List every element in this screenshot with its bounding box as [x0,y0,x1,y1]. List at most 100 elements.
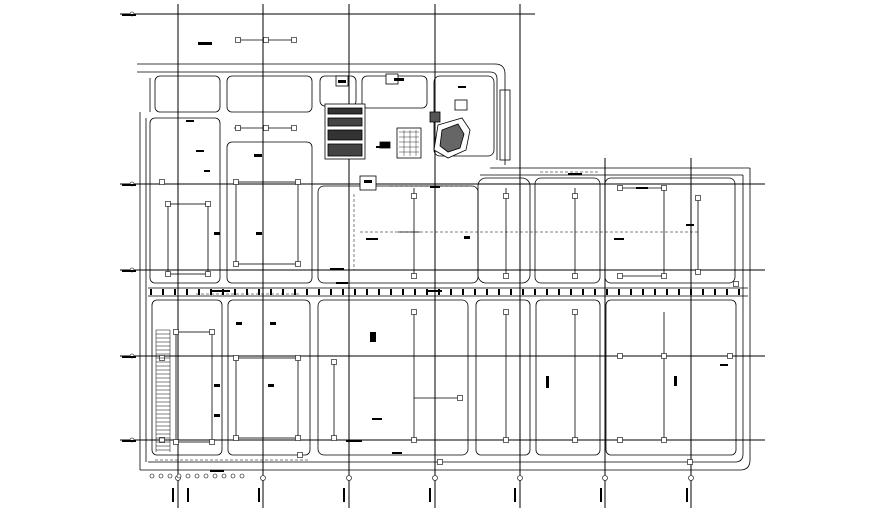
road-tick [702,289,704,295]
road-tick [186,289,188,295]
column-marker [173,439,179,445]
annotation-mark [122,356,136,358]
column-marker [331,359,337,365]
building-main-roof-3 [327,129,363,141]
road-tick [414,289,416,295]
column-marker [263,125,269,131]
road-tick [738,289,740,295]
column-marker [617,273,623,279]
annotation-mark [674,376,677,386]
column-marker [617,185,623,191]
annotation-mark [392,452,402,454]
annotation-mark [686,224,694,226]
annotation-mark [426,290,442,292]
annotation-mark [122,14,136,16]
annotation-mark [236,322,242,325]
column-marker [173,329,179,335]
annotation-mark [270,322,276,325]
plot-n2 [226,75,313,113]
south-east-fence [148,175,744,463]
road-tick [690,289,692,295]
building-small-1 [429,111,441,123]
frame-w2 [235,181,299,265]
north-boundary [137,63,506,165]
column-marker [295,355,301,361]
plot-w2 [226,141,313,284]
column-marker [727,353,733,359]
axis-label-mark [343,488,345,502]
axis-bubble-small [167,473,173,479]
road-tick [606,289,608,295]
west-stair-strip [155,329,171,452]
plot-e1 [477,177,531,284]
annotation-mark [122,440,136,442]
plot-n1 [154,75,221,113]
column-marker [209,439,215,445]
column-marker [572,437,578,443]
road-tick [726,289,728,295]
column-marker [205,271,211,277]
annotation-mark [430,186,440,188]
road-tick [522,289,524,295]
axis-label-mark [187,488,189,502]
column-marker [661,437,667,443]
annotation-mark [464,236,470,239]
annotation-mark [122,270,136,272]
annotation-mark [614,238,624,240]
column-marker [503,193,509,199]
axis-bubbles [129,11,694,506]
annotation-mark [376,146,388,148]
axis-grid [120,4,765,508]
column-marker [233,435,239,441]
axis-bubble-small [221,473,227,479]
plot-e6 [605,299,737,456]
road-tick [450,289,452,295]
axis-bubble [517,475,523,481]
annotation-mark [186,120,194,122]
road-tick [150,289,152,295]
axis-label-mark [686,488,688,502]
column-marker [209,329,215,335]
column-marker [661,273,667,279]
road-tick [330,289,332,295]
plot-w4 [227,299,311,456]
annotation-mark [366,238,378,240]
column-marker [233,355,239,361]
south-east-boundary [140,168,751,471]
column-marker [572,193,578,199]
axis-bubble-small [158,473,164,479]
site-roads [137,63,751,471]
frame-w4 [235,357,299,439]
buildings [324,73,471,191]
axis-bubble [346,475,352,481]
annotation-mark [330,268,344,270]
axis-bubble-small [194,473,200,479]
column-marker [263,37,269,43]
column-marker [661,185,667,191]
column-marker [411,437,417,443]
column-marker [233,179,239,185]
axis-bubble-small [149,473,155,479]
annotation-mark [204,170,210,172]
building-main-roof-4 [327,143,363,157]
column-marker [235,125,241,131]
axis-bubble-small [203,473,209,479]
column-marker [205,201,211,207]
plot-c2 [317,299,469,456]
annotation-mark [546,376,549,388]
column-markers [150,37,740,465]
column-marker [297,452,303,458]
building-main-roof-2 [327,117,363,127]
road-tick [666,289,668,295]
north-road-inner [137,71,498,160]
column-marker [437,459,443,465]
column-marker [572,309,578,315]
column-marker [661,353,667,359]
building-irregular-roof [439,123,465,153]
road-tick [594,289,596,295]
annotation-mark [720,364,728,366]
road-tick [318,289,320,295]
annotation-mark [254,154,262,157]
